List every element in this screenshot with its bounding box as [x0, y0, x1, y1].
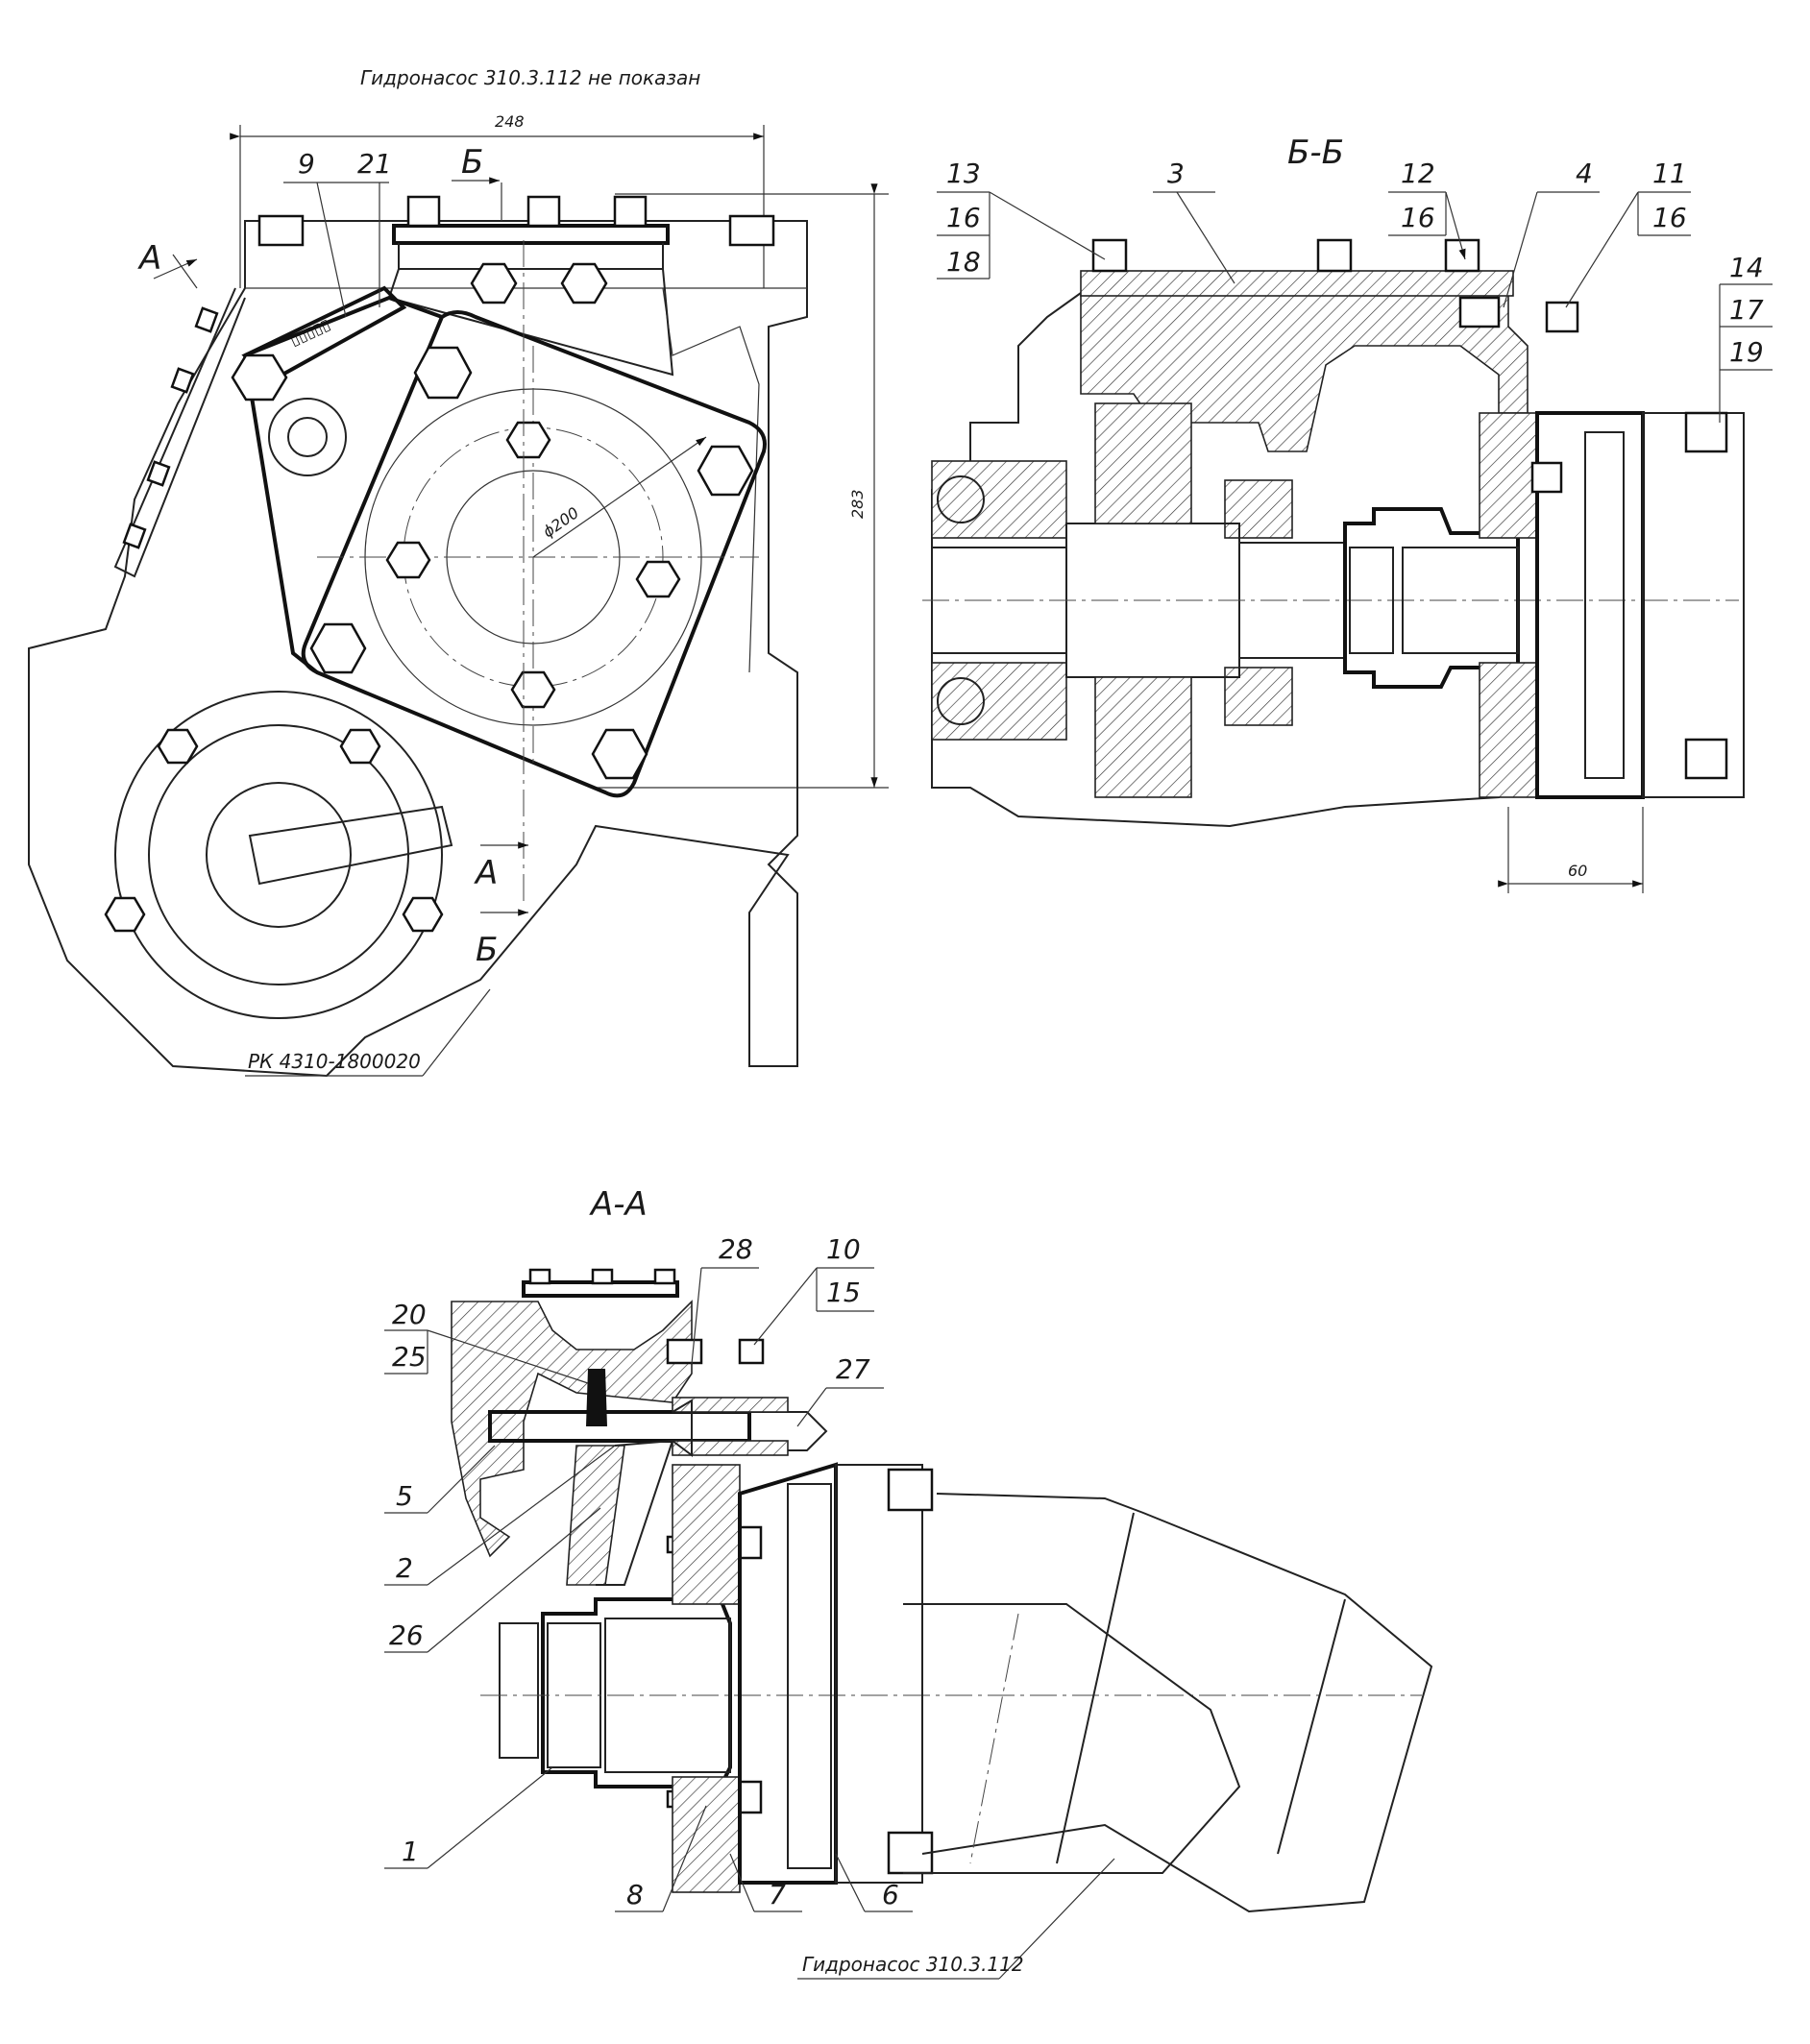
dimension-248: 248 [230, 112, 765, 288]
callout-8: 8 [626, 1879, 644, 1910]
callout-28: 28 [719, 1233, 753, 1265]
callout-26: 26 [389, 1619, 424, 1651]
callout-11: 11 [1652, 158, 1687, 189]
transfer-case-housing [28, 220, 808, 1078]
dimension-60: 60 [1498, 807, 1644, 893]
dim-283-text: 283 [848, 489, 867, 519]
section-markers: А Б А Б [137, 143, 528, 969]
pump-flange: ϕ200 [231, 295, 767, 798]
top-cover [257, 195, 775, 377]
callout-16a: 16 [946, 202, 981, 233]
arrow-a-label: А [137, 239, 161, 278]
dimension-283: 283 [596, 183, 889, 789]
callout-16c: 16 [1652, 202, 1687, 233]
bb-callouts: 13 16 18 3 12 16 4 11 16 [937, 158, 1773, 423]
callout-7: 7 [769, 1879, 786, 1910]
aa-pump-body [887, 1468, 1433, 1913]
section-aa-title: А-А [589, 1185, 648, 1224]
callout-17: 17 [1729, 294, 1764, 326]
cut-a-label: А [474, 854, 498, 892]
bb-shaft [922, 402, 1739, 798]
callout-4: 4 [1576, 158, 1593, 189]
bb-cover [1080, 270, 1514, 297]
callout-1: 1 [402, 1836, 419, 1867]
aa-coupling [480, 1597, 1422, 1788]
arrow-b-label: Б [461, 143, 483, 182]
lower-flange [104, 691, 453, 1019]
section-bb-title: Б-Б [1287, 134, 1344, 172]
section-aa-view: А-А [384, 1185, 1433, 1980]
callout-15: 15 [826, 1277, 861, 1308]
section-bb-view: Б-Б [922, 134, 1773, 893]
svg-text:▯▯▯▯▯: ▯▯▯▯▯ [287, 315, 333, 350]
transfer-case-callout: РК 4310-1800020 [245, 988, 491, 1077]
pump-label: Гидронасос 310.3.112 [802, 1953, 1024, 1976]
dim-60-text: 60 [1568, 862, 1587, 880]
main-view: Гидронасос 310.3.112 не показан 248 283 [28, 66, 889, 1078]
callout-5: 5 [396, 1480, 413, 1512]
callout-2: 2 [396, 1552, 413, 1584]
callout-16b: 16 [1401, 202, 1435, 233]
dim-phi200-text: ϕ200 [539, 503, 582, 541]
callout-27: 27 [836, 1353, 870, 1385]
aa-lever-shaft [488, 1369, 828, 1586]
callout-21: 21 [357, 148, 392, 180]
aa-adapter-flange [672, 1462, 923, 1893]
callout-10: 10 [826, 1233, 861, 1265]
callout-14: 14 [1729, 252, 1764, 283]
callout-9: 9 [298, 148, 315, 180]
callout-6: 6 [882, 1879, 899, 1910]
callout-19: 19 [1729, 336, 1764, 368]
callout-3: 3 [1167, 158, 1185, 189]
aa-callouts: 28 10 15 20 25 27 5 2 26 [384, 1233, 1115, 1980]
callout-13: 13 [946, 158, 981, 189]
dim-248-text: 248 [495, 112, 525, 131]
cut-b-label: Б [476, 931, 498, 969]
callouts-main: 9 21 [283, 148, 392, 318]
callout-20: 20 [392, 1299, 427, 1330]
bb-adapter-flange [1458, 296, 1745, 799]
callout-12: 12 [1401, 158, 1435, 189]
side-flange [113, 287, 246, 578]
aa-housing [451, 1300, 693, 1558]
bb-bearings [931, 460, 1293, 741]
callout-18: 18 [946, 246, 981, 278]
callout-25: 25 [392, 1341, 427, 1373]
pump-not-shown-caption: Гидронасос 310.3.112 не показан [360, 66, 700, 89]
transfer-case-label: РК 4310-1800020 [248, 1050, 421, 1073]
